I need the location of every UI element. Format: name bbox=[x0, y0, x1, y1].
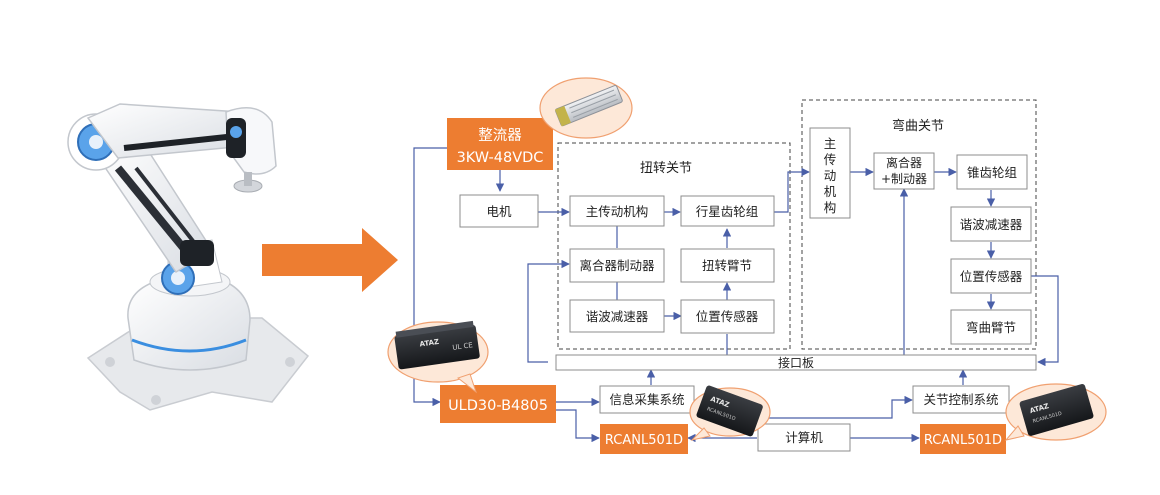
torsion-main-drive-box: 主传动机构 bbox=[569, 195, 665, 227]
interface-board-box: 接口板 bbox=[555, 354, 1037, 371]
rectifier-box: 整流器 3KW-48VDC bbox=[447, 118, 553, 170]
torsion-position-sensor-box: 位置传感器 bbox=[680, 299, 775, 334]
bending-arm-box: 弯曲臂节 bbox=[950, 309, 1032, 345]
torsion-clutch-brake-box: 离合器制动器 bbox=[569, 248, 665, 283]
torsion-planetary-gear-box: 行星齿轮组 bbox=[680, 195, 775, 227]
dcdc-box: ULD30-B4805 bbox=[440, 385, 556, 423]
computer-label: 计算机 bbox=[785, 430, 823, 445]
dcdc-module-logo: ATAZ bbox=[419, 338, 440, 349]
torsion-position-sensor-label: 位置传感器 bbox=[696, 309, 759, 324]
bending-harmonic-reducer-label: 谐波减速器 bbox=[960, 217, 1023, 232]
bending-bevel-gear-label: 锥齿轮组 bbox=[967, 165, 1017, 180]
torsion-arm-box: 扭转臂节 bbox=[680, 248, 775, 283]
dcdc-label: ULD30-B4805 bbox=[448, 398, 548, 414]
computer-box: 计算机 bbox=[757, 423, 851, 452]
info-system-label: 信息采集系统 bbox=[609, 392, 684, 407]
bending-main-drive-label: 主传动机构 bbox=[824, 136, 837, 215]
torsion-arm-label: 扭转臂节 bbox=[702, 258, 752, 273]
bending-clutch-label: 离合器 bbox=[886, 155, 922, 170]
joint-control-box: 关节控制系统 bbox=[912, 385, 1010, 414]
bending-position-sensor-label: 位置传感器 bbox=[960, 269, 1023, 284]
torsion-joint-group bbox=[557, 142, 791, 350]
rcanl-right-label: RCANL501D bbox=[924, 433, 1002, 448]
bending-joint-group bbox=[801, 99, 1037, 350]
bending-joint-title: 弯曲关节 bbox=[892, 118, 944, 134]
transform-arrow-icon bbox=[262, 228, 398, 292]
interface-board-label: 接口板 bbox=[778, 355, 814, 370]
rcanl-left-label: RCANL501D bbox=[605, 433, 683, 448]
bending-position-sensor-box: 位置传感器 bbox=[950, 258, 1032, 294]
torsion-main-drive-label: 主传动机构 bbox=[586, 204, 649, 219]
rectifier-spec: 3KW-48VDC bbox=[457, 150, 544, 166]
torsion-harmonic-reducer-label: 谐波减速器 bbox=[586, 309, 649, 324]
joint-control-label: 关节控制系统 bbox=[923, 392, 998, 407]
bending-brake-label: +制动器 bbox=[881, 172, 927, 186]
torsion-harmonic-reducer-box: 谐波减速器 bbox=[569, 299, 665, 333]
motor-box: 电机 bbox=[459, 194, 539, 228]
dcdc-certification-marks: UL CE bbox=[452, 341, 473, 352]
torsion-joint-title: 扭转关节 bbox=[640, 161, 692, 176]
rcanl-module-right-image: ATAZ RCANL501D bbox=[1004, 383, 1107, 441]
bending-main-drive-char: 机 bbox=[824, 184, 837, 199]
connector-lines bbox=[413, 147, 1059, 443]
rectifier-name: 整流器 bbox=[478, 127, 522, 144]
bending-main-drive-char: 构 bbox=[824, 200, 837, 215]
dcdc-converter-image: ATAZ UL CE bbox=[387, 320, 489, 394]
info-system-box: 信息采集系统 bbox=[599, 385, 695, 414]
rcanl-module-left-image: ATAZ RCANL501D bbox=[689, 385, 771, 441]
bending-main-drive-box: 主传动机构 bbox=[809, 127, 851, 219]
rcanl-right-box: RCANL501D bbox=[920, 424, 1006, 454]
bending-main-drive-char: 传 bbox=[824, 152, 837, 167]
rcanl-left-box: RCANL501D bbox=[600, 424, 688, 454]
bending-main-drive-char: 主 bbox=[824, 136, 837, 151]
torsion-clutch-brake-label: 离合器制动器 bbox=[579, 258, 655, 273]
bending-clutch-brake-box: 离合器 +制动器 bbox=[873, 152, 935, 190]
bending-harmonic-reducer-box: 谐波减速器 bbox=[950, 206, 1032, 242]
bending-arm-label: 弯曲臂节 bbox=[966, 320, 1016, 335]
rectifier-module-image bbox=[539, 77, 633, 139]
torsion-planetary-gear-label: 行星齿轮组 bbox=[696, 204, 759, 219]
robot-arm-image bbox=[67, 103, 310, 411]
bending-main-drive-char: 动 bbox=[824, 168, 837, 183]
bending-bevel-gear-box: 锥齿轮组 bbox=[956, 154, 1028, 190]
motor-label: 电机 bbox=[486, 204, 512, 219]
